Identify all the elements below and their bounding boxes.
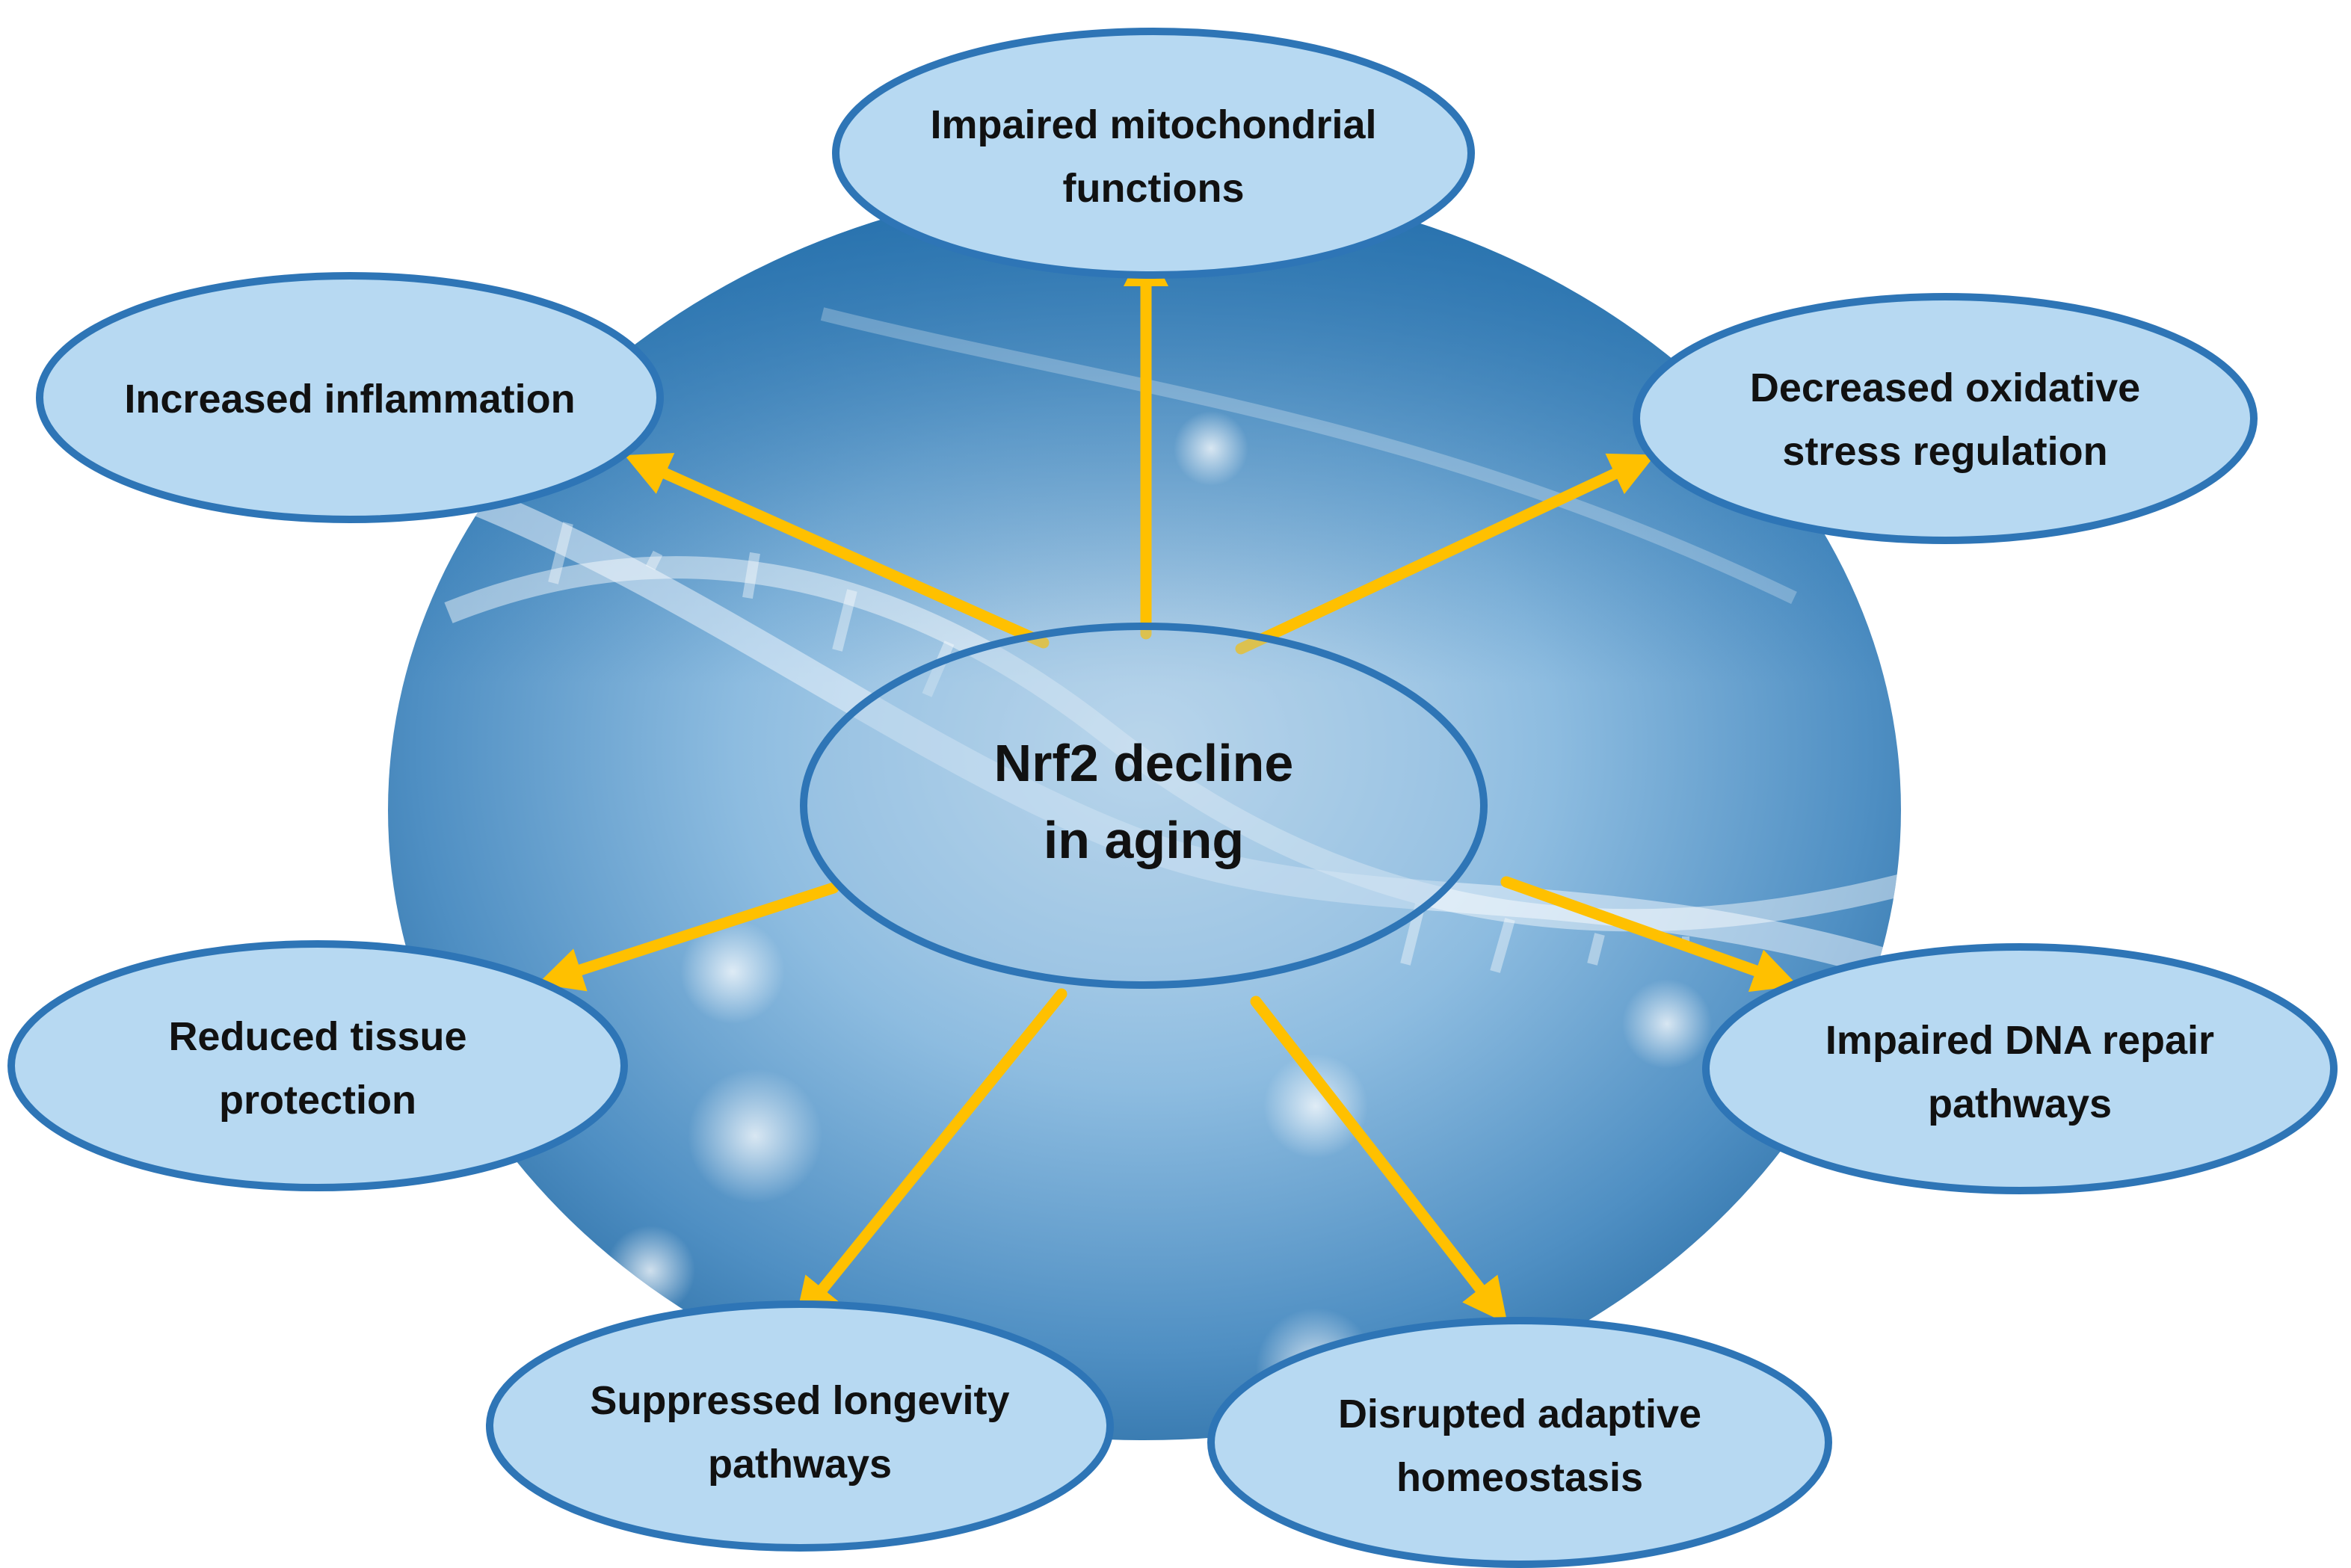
node-oxidative: Decreased oxidative stress regulation (1633, 293, 2258, 544)
node-tissue-line2: protection (219, 1078, 416, 1123)
node-oxidative-line2: stress regulation (1782, 429, 2107, 474)
arrow-to-tissue (537, 882, 839, 992)
arrow-to-dna (1500, 876, 1799, 993)
node-mitochondrial-line2: functions (1063, 166, 1245, 211)
arrow-to-inflammation (624, 453, 1050, 649)
node-oxidative-line1: Decreased oxidative (1750, 365, 2140, 410)
node-tissue-line1: Reduced tissue (168, 1014, 466, 1059)
node-dna-line2: pathways (1928, 1081, 2112, 1126)
node-inflammation-line1: Increased inflammation (124, 377, 575, 422)
node-longevity-line1: Suppressed longevity (590, 1378, 1009, 1423)
node-inflammation: Increased inflammation (36, 272, 664, 523)
center-label-line1: Nrf2 decline (994, 734, 1294, 792)
arrow-to-longevity (795, 988, 1067, 1324)
center-label-line2: in aging (1044, 811, 1244, 869)
node-homeostasis-line1: Disrupted adaptive (1338, 1392, 1701, 1436)
arrow-to-oxidative (1235, 453, 1656, 655)
arrows (537, 241, 1799, 1324)
node-homeostasis: Disrupted adaptive homeostasis (1207, 1317, 1832, 1568)
node-longevity-line2: pathways (708, 1442, 892, 1487)
node-longevity: Suppressed longevity pathways (486, 1300, 1114, 1552)
node-dna: Impaired DNA repair pathways (1702, 943, 2338, 1194)
node-mitochondrial-line1: Impaired mitochondrial (930, 102, 1376, 147)
arrow-to-homeostasis (1250, 996, 1508, 1324)
node-tissue: Reduced tissue protection (7, 940, 628, 1191)
center-node: Nrf2 decline in aging (800, 623, 1488, 989)
node-mitochondrial: Impaired mitochondrial functions (832, 28, 1475, 279)
node-dna-line1: Impaired DNA repair (1825, 1018, 2214, 1063)
node-homeostasis-line2: homeostasis (1396, 1455, 1643, 1500)
